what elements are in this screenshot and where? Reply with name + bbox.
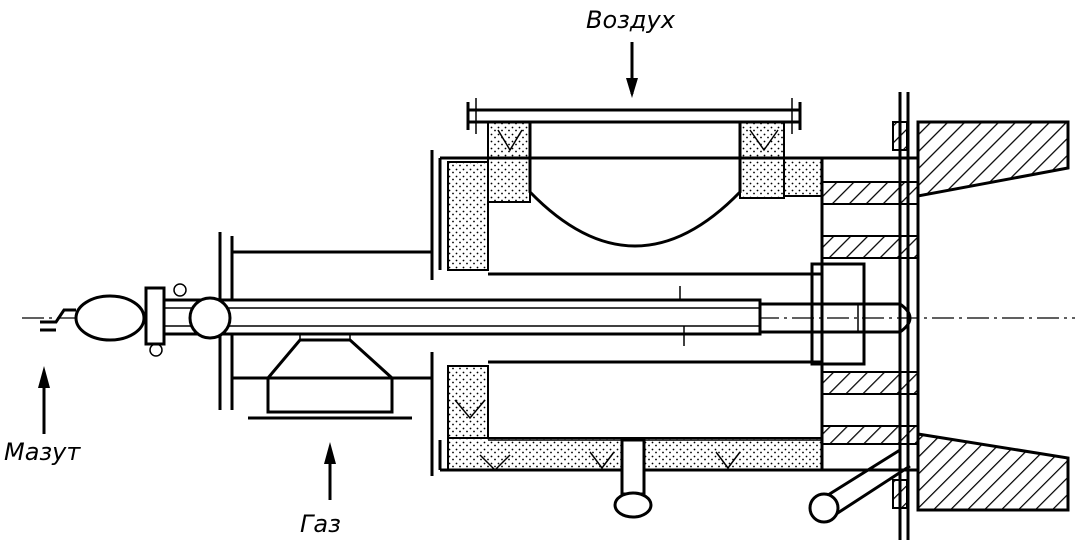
fuel-oil-arrow-icon <box>38 366 50 434</box>
ignition-port <box>613 438 653 519</box>
burner-tunnel <box>820 158 919 470</box>
fuel-oil-label: Мазут <box>4 438 81 466</box>
furnace-wall <box>892 92 1070 540</box>
gas-arrow-icon <box>324 442 336 500</box>
oil-lance <box>158 262 912 366</box>
burner-head <box>40 283 232 357</box>
air-box <box>430 98 918 476</box>
air-label: Воздух <box>586 6 676 34</box>
inspection-port <box>808 448 911 524</box>
air-arrow-icon <box>626 42 638 98</box>
gas-label: Газ <box>300 510 341 538</box>
